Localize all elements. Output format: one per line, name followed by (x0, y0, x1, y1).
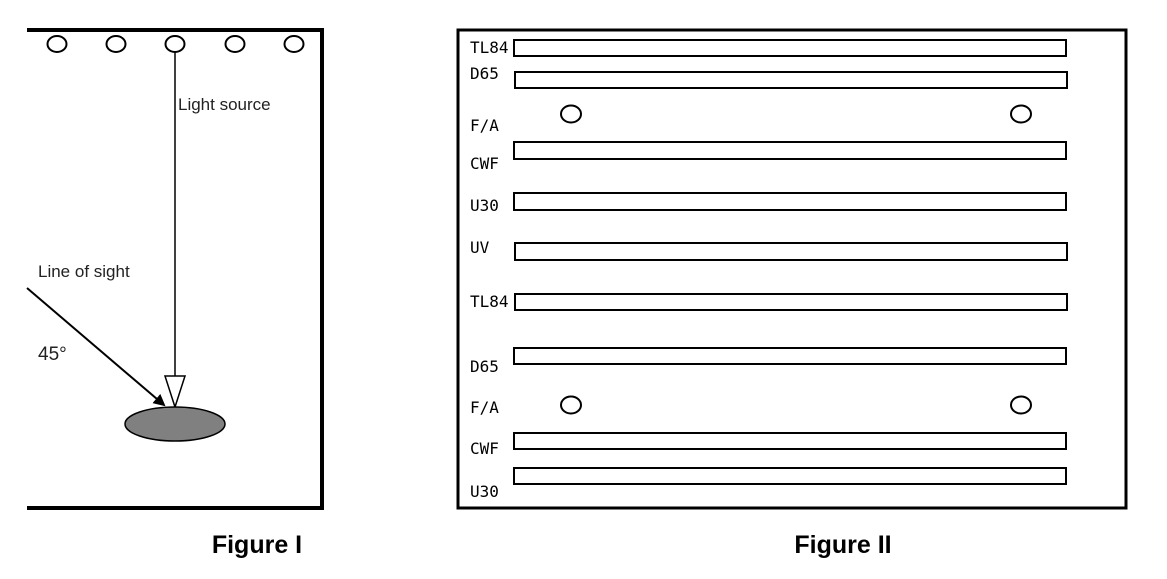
ceiling-lamp (283, 35, 305, 53)
light-ray-arrowhead (163, 375, 187, 410)
figure-2-caption: Figure II (794, 531, 891, 559)
fa-lamp (1010, 104, 1032, 124)
tube-u30 (513, 192, 1067, 211)
row-label: F/A (470, 398, 499, 417)
tube-tl84 (513, 39, 1067, 57)
row-label: UV (470, 238, 490, 257)
figure-1-caption: Figure I (212, 531, 302, 559)
sample (124, 406, 226, 442)
angle-label: 45° (38, 344, 67, 365)
fa-lamp (560, 104, 582, 124)
fa-lamp (560, 395, 582, 415)
row-label: U30 (470, 196, 499, 215)
row-label: CWF (470, 154, 499, 173)
row-label: U30 (470, 482, 499, 501)
row-label: TL84 (470, 292, 509, 311)
tube-cwf (513, 141, 1067, 160)
row-label: D65 (470, 357, 499, 376)
tubes (513, 39, 1068, 485)
line-of-sight-label: Line of sight (38, 262, 130, 281)
panel-frame (456, 28, 1128, 510)
ceiling-lamp (224, 35, 246, 53)
ceiling-lamp (46, 35, 68, 53)
tube-tl84 (514, 293, 1068, 311)
tube-cwf (513, 432, 1067, 450)
fa-lamps (560, 104, 1032, 415)
line-of-sight-arrow (26, 287, 166, 407)
row-label: TL84 (470, 38, 509, 57)
fa-lamp (1010, 395, 1032, 415)
row-label: CWF (470, 439, 499, 458)
light-source-label: Light source (178, 95, 271, 114)
figure-1: Light source Line of sight 45° Figure I (26, 28, 324, 559)
tube-d65 (513, 347, 1067, 365)
ceiling-lamps (46, 35, 305, 53)
tube-d65 (514, 71, 1068, 89)
tube-uv (514, 242, 1068, 261)
tube-u30 (513, 467, 1067, 485)
row-label: F/A (470, 116, 499, 135)
ceiling-lamp (164, 35, 186, 53)
booth-frame (27, 28, 324, 510)
figure-2: TL84 D65 F/A CWF U30 UV TL84 D65 F/A CWF… (456, 28, 1128, 559)
row-label: D65 (470, 64, 499, 83)
ceiling-lamp (105, 35, 127, 53)
